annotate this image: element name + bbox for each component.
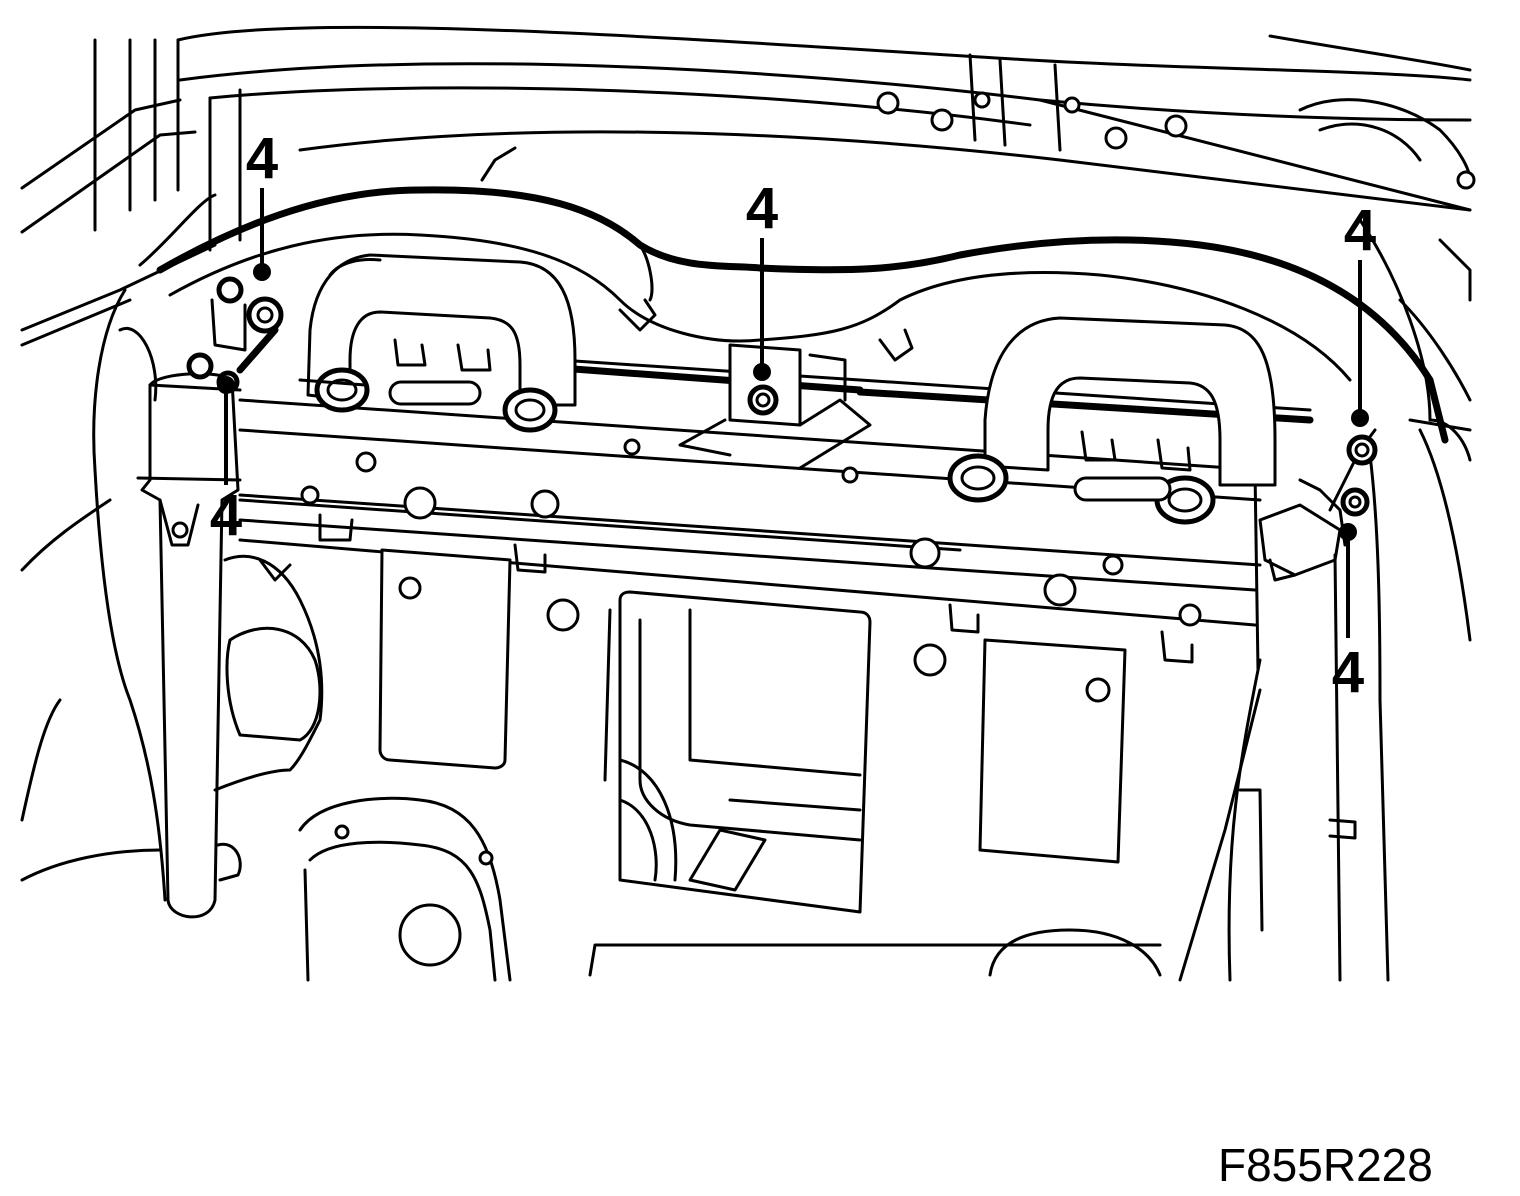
left-grab-handle	[298, 253, 577, 433]
figure-code: F855R228	[1218, 1139, 1433, 1191]
right-pillar	[1227, 218, 1472, 982]
callout-right-lower: 4	[1332, 523, 1364, 705]
callout-label: 4	[746, 176, 778, 241]
callout-label: 4	[210, 483, 242, 548]
left-pillar	[20, 38, 242, 902]
cross-panel	[238, 398, 1262, 677]
fasteners	[186, 276, 1378, 517]
lower-structure	[213, 548, 1262, 982]
callouts: 4 4 4 4 4	[210, 126, 1376, 705]
callout-label: 4	[1332, 640, 1364, 705]
roof-frame	[176, 25, 1476, 212]
callout-right-upper: 4	[1344, 198, 1376, 427]
right-grab-handle	[947, 316, 1277, 525]
callout-center: 4	[746, 176, 778, 381]
callout-left-upper: 4	[246, 126, 278, 281]
callout-label: 4	[246, 126, 278, 191]
callout-label: 4	[1344, 198, 1376, 263]
left-post	[118, 326, 242, 919]
callout-left-lower: 4	[210, 376, 242, 548]
